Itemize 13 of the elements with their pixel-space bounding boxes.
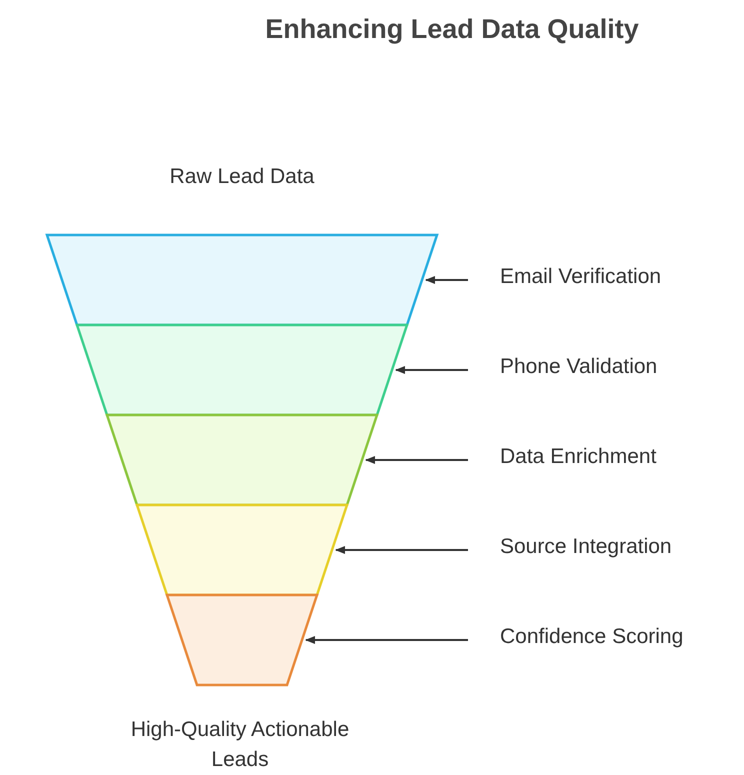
stage-label: Data Enrichment [500,445,656,469]
arrow [335,546,468,554]
stage-label: Confidence Scoring [500,625,684,649]
stage-label: Source Integration [500,535,672,559]
funnel-caption: Raw Lead Data [168,164,316,190]
arrow [365,456,468,464]
arrow [305,636,468,644]
arrow [395,366,468,374]
stage-label: Phone Validation [500,355,658,379]
funnel-caption: High-Quality Actionable Leads [130,717,350,773]
arrow [425,276,468,284]
stage-label: Email Verification [500,265,662,289]
diagram-title: Enhancing Lead Data Quality [264,14,640,45]
